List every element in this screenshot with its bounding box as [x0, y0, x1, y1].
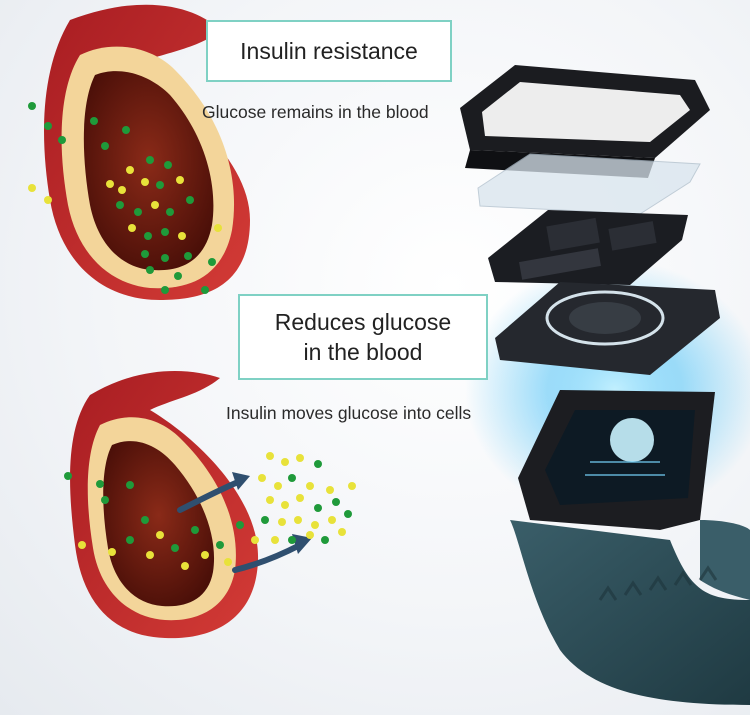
blood-vessel-top	[44, 4, 250, 300]
circuit-board	[488, 210, 688, 285]
flow-arrow-icon	[177, 472, 312, 573]
glucose-remains-caption: Glucose remains in the blood	[202, 102, 429, 122]
glucose-particles-top	[28, 102, 222, 294]
reduces-glucose-label-box: Reduces glucose in the blood	[238, 294, 488, 380]
reduces-glucose-line2: in the blood	[303, 339, 423, 365]
reduces-glucose-line1: Reduces glucose	[274, 309, 452, 335]
watch-glass	[477, 153, 701, 215]
blood-vessel-bottom	[70, 371, 259, 639]
sensor-base	[495, 282, 720, 375]
insulin-resistance-title: Insulin resistance	[240, 37, 418, 64]
insulin-resistance-label-box: Insulin resistance	[206, 20, 452, 82]
watch-body	[518, 390, 715, 530]
watch-strap	[510, 520, 750, 705]
insulin-moves-caption: Insulin moves glucose into cells	[226, 403, 472, 423]
glucose-particles-bottom	[64, 452, 356, 570]
watch-frame	[460, 65, 710, 178]
